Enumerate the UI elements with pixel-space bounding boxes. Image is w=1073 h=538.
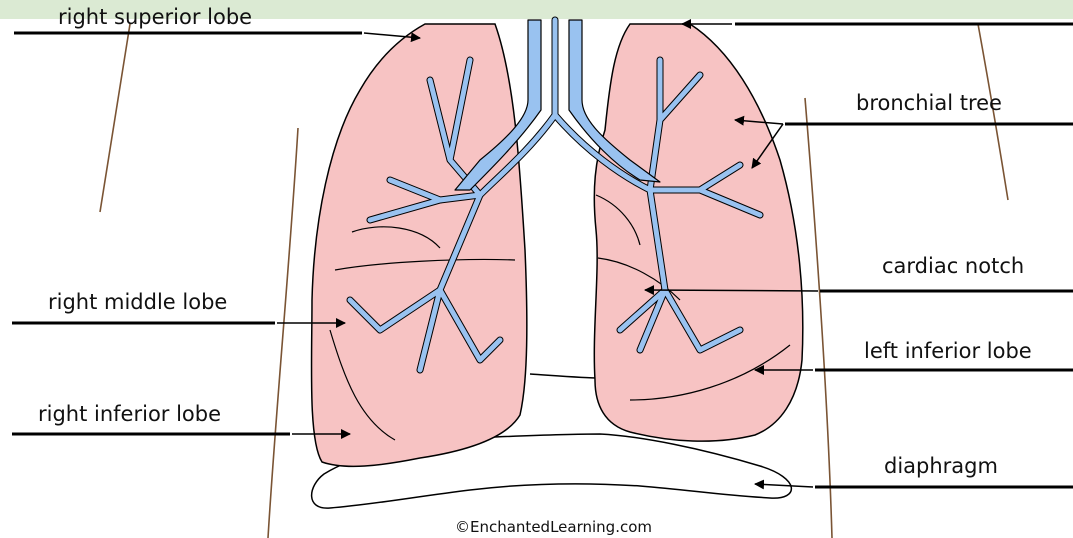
label-bronchial-tree: bronchial tree [856,91,1002,115]
label-cardiac-notch: cardiac notch [882,254,1024,278]
credit-text: ©EnchantedLearning.com [455,518,652,536]
label-right-superior-lobe: right superior lobe [58,5,252,29]
label-left-inferior-lobe: left inferior lobe [864,339,1032,363]
label-diaphragm: diaphragm [884,454,998,478]
left-lung [594,24,803,441]
right-lung [311,24,526,466]
label-right-inferior-lobe: right inferior lobe [38,402,221,426]
label-right-middle-lobe: right middle lobe [48,290,227,314]
